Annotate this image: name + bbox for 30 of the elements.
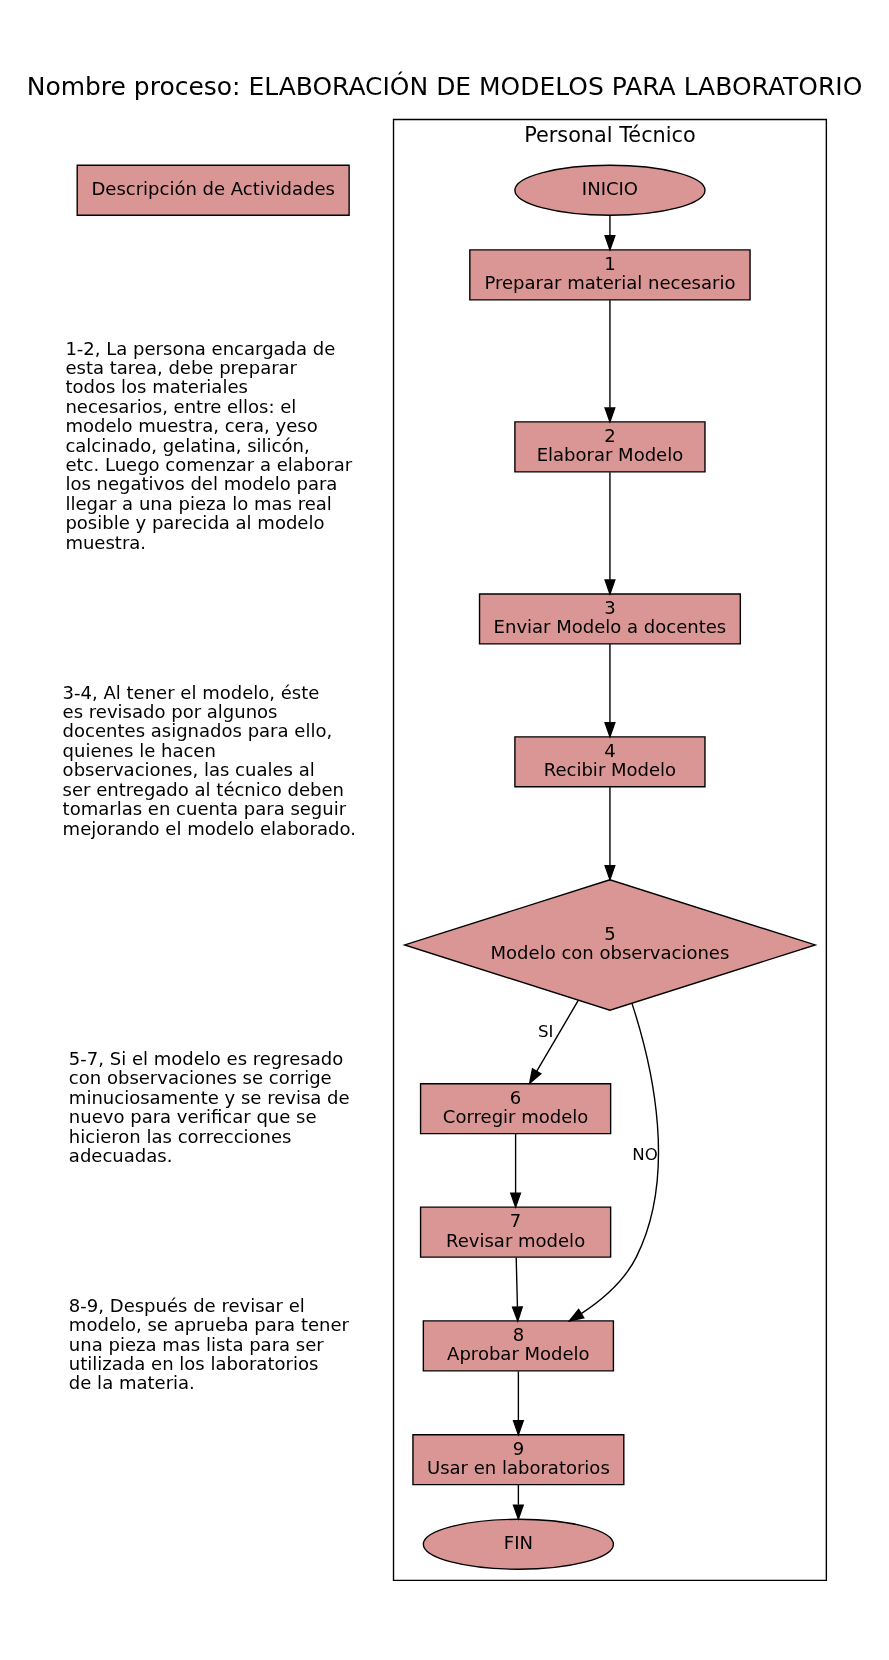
label: 3-4, Al tener el modelo, éste es revisado por algunos docentes asignados para ello, quienes le hacen observaciones, las cuales al ser entregado al técnico deben tomarlas en cuenta para seguir mejorando el modelo elaborado. [62,681,356,839]
arrow [604,471,616,596]
node-ellipse: FIN [422,1518,615,1570]
node-box: Descripción de Actividades [76,164,350,216]
edge-label: SI [537,1021,554,1041]
arrow [604,214,616,252]
node-ellipse: INICIO [514,164,706,216]
label: 8-9, Después de revisar el modelo, se aprueba para tener una pieza mas lista para ser utilizada en los laboratorios de la materia. [68,1294,349,1393]
arrow [604,642,616,739]
arrow [509,1132,522,1209]
node-box: 4 Recibir Modelo [514,735,706,787]
arrow [511,1256,524,1323]
arrow [528,999,579,1085]
label: 1-2, La persona encargada de esta tarea, debe preparar todos los materiales necesarios, entre ellos: el modelo muestra, cera, yeso calcinado, gelatina, silicón, etc. Luego comenzar a elaborar los negativos del modelo para llegar a una pieza lo mas real posible y parecida al modelo muestra. [65,337,353,553]
arrow [512,1483,525,1521]
node-box: 9 Usar en laboratorios [412,1433,625,1485]
edge-label: NO [632,1144,658,1164]
arrow [604,298,616,424]
node-box: 7 Revisar modelo [419,1205,612,1258]
node-box: 1 Preparar material necesario [469,248,751,301]
diagram-title: Nombre proceso: ELABORACIÓN DE MODELOS PARA LABORATORIO [26,71,863,101]
node-box: 6 Corregir modelo [419,1082,612,1134]
node-box: 2 Elaborar Modelo [514,420,706,473]
node-box: 3 Enviar Modelo a docentes [478,592,742,645]
arrow [604,785,616,882]
node-box: 8 Aprobar Modelo [422,1319,615,1372]
arrow [512,1370,525,1437]
label: 5-7, Si el modelo es regresado con observaciones se corrige minuciosamente y se revisa de nuevo para verificar que se hicieron las correcciones adecuadas. [68,1047,350,1166]
arrow [567,1002,660,1322]
node-diamond: 5 Modelo con observaciones [402,878,818,1011]
